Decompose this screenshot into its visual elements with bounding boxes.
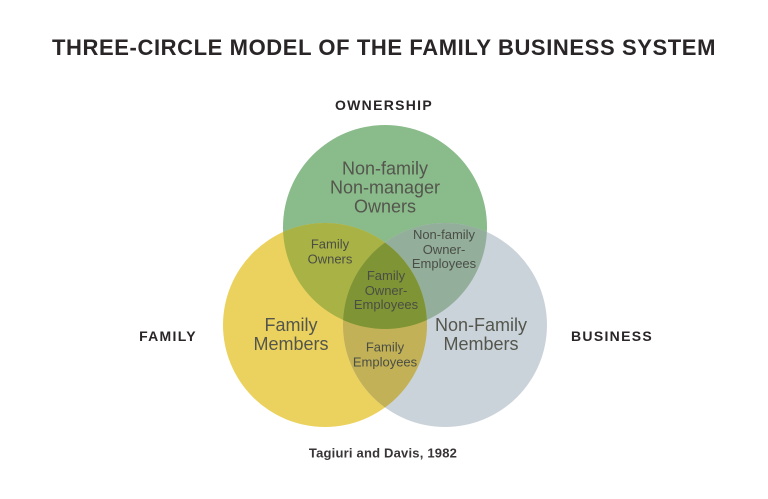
region-label-business-only: Non-Family Members (434, 315, 528, 354)
region-label-ownership-only: Non-family Non-manager Owners (329, 158, 441, 217)
region-label-center: Family Owner- Employees (353, 268, 419, 313)
page-title: THREE-CIRCLE MODEL OF THE FAMILY BUSINES… (51, 35, 717, 60)
business-label: BUSINESS (571, 328, 653, 344)
family-label: FAMILY (139, 328, 197, 344)
ownership-label: OWNERSHIP (334, 97, 434, 113)
region-label-ownership-business: Non-family Owner- Employees (411, 227, 477, 272)
region-label-family-only: Family Members (253, 315, 329, 354)
region-label-ownership-family: Family Owners (307, 236, 353, 266)
source-caption: Tagiuri and Davis, 1982 (308, 445, 458, 461)
region-label-family-business: Family Employees (352, 339, 418, 369)
